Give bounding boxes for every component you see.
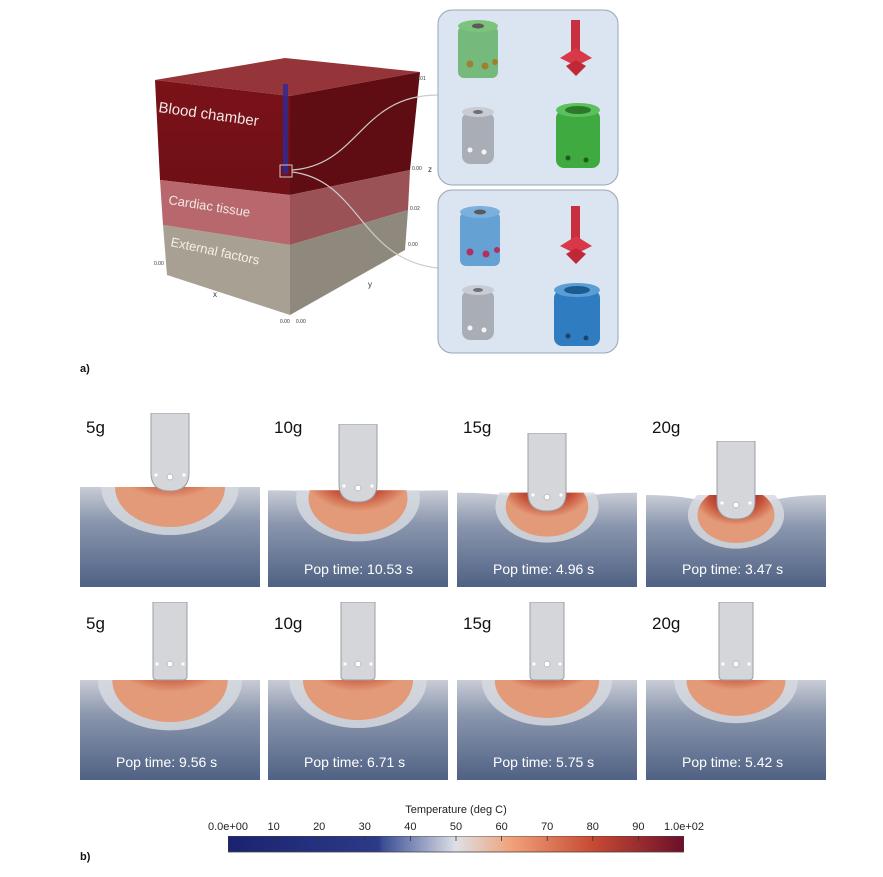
gray-tip-bottom (462, 285, 494, 340)
catheter-shaft (283, 84, 288, 174)
axis-label-x: x (213, 290, 217, 299)
force-label: 5g (86, 418, 105, 437)
colorbar-tick-label: 40 (404, 821, 417, 833)
green-sleeve (556, 103, 600, 168)
pop-time-label: Pop time: 4.96 s (493, 561, 595, 577)
simulation-panel (80, 479, 260, 587)
catheter-tip (152, 602, 188, 681)
colorbar-tick-label: 1.0e+02 (663, 821, 705, 833)
force-label: 15g (463, 418, 492, 437)
colorbar-tick-label: 0.0e+00 (207, 821, 249, 833)
force-label: 10g (274, 614, 303, 633)
colorbar-tick-label: 30 (358, 821, 371, 833)
catheter-tip (718, 602, 754, 681)
catheter-tip (150, 413, 190, 492)
axis-tick: 0.00 (280, 319, 290, 325)
pop-time-label: Pop time: 5.75 s (493, 754, 595, 770)
force-label: 20g (652, 418, 681, 437)
blue-tip-assembly (460, 206, 500, 266)
pop-time-label: Pop time: 10.53 s (304, 561, 413, 577)
green-tip-assembly (458, 20, 498, 78)
axis-tick: 0.00 (412, 166, 422, 172)
cube-right-blood (290, 72, 420, 195)
catheter-tip (527, 432, 567, 512)
axis-tick: 0.00 (296, 319, 306, 325)
pop-time-label: Pop time: 3.47 s (682, 561, 784, 577)
catheter-tip (529, 602, 565, 681)
simulation-panel (268, 479, 448, 587)
red-electrode-part (560, 20, 592, 76)
connector-bottom (291, 171, 439, 269)
catheter-tip (716, 441, 756, 520)
colorbar-bar (228, 836, 684, 853)
colorbar-tick-label: 20 (313, 821, 326, 833)
catheter-tip-box (279, 164, 293, 178)
force-label: 10g (274, 418, 303, 437)
axis-tick: 0.02 (410, 206, 420, 212)
connector-top (291, 94, 439, 171)
colorbar-tick-label: 70 (541, 821, 554, 833)
panel-a-label: a) (80, 363, 90, 375)
colorbar-tick-label: 50 (449, 821, 463, 833)
colorbar-title: Temperature (deg C) (405, 804, 507, 816)
pop-time-label: Pop time: 9.56 s (116, 754, 218, 770)
force-label: 20g (652, 614, 681, 633)
cube-front-tissue (160, 180, 290, 245)
blue-sleeve (554, 283, 600, 346)
pop-time-label: Pop time: 5.42 s (682, 754, 784, 770)
axis-tick: 0.00 (408, 242, 418, 248)
cube-top-face (155, 58, 420, 96)
catheter-tip (338, 424, 378, 503)
catheter-tip (340, 602, 376, 681)
red-electrode-part-bottom (560, 206, 592, 264)
colorbar-tick-label: 80 (586, 821, 599, 833)
force-label: 5g (86, 614, 105, 633)
axis-label-z: z (428, 165, 432, 174)
simulation-panel (268, 672, 448, 780)
force-label: 15g (463, 614, 492, 633)
colorbar-tick-label: 10 (267, 821, 280, 833)
axis-tick: 0.01 (416, 76, 426, 82)
panel-b-label: b) (80, 851, 91, 863)
colorbar-tick-label: 60 (495, 821, 508, 833)
axis-label-y: y (368, 280, 372, 289)
colorbar-tick-label: 90 (632, 821, 645, 833)
simulation-panel (646, 672, 826, 780)
pop-time-label: Pop time: 6.71 s (304, 754, 406, 770)
panel-a-diagram: 0.01 0.00 0.02 0.00 0.00 0.00 0.00 x y z… (154, 9, 619, 354)
cube-front-external (163, 225, 290, 315)
axis-tick: 0.00 (154, 261, 164, 267)
cube-right-external (290, 210, 408, 315)
simulation-panel (80, 672, 260, 780)
cube-front-blood (155, 80, 290, 195)
gray-tip (462, 107, 494, 164)
